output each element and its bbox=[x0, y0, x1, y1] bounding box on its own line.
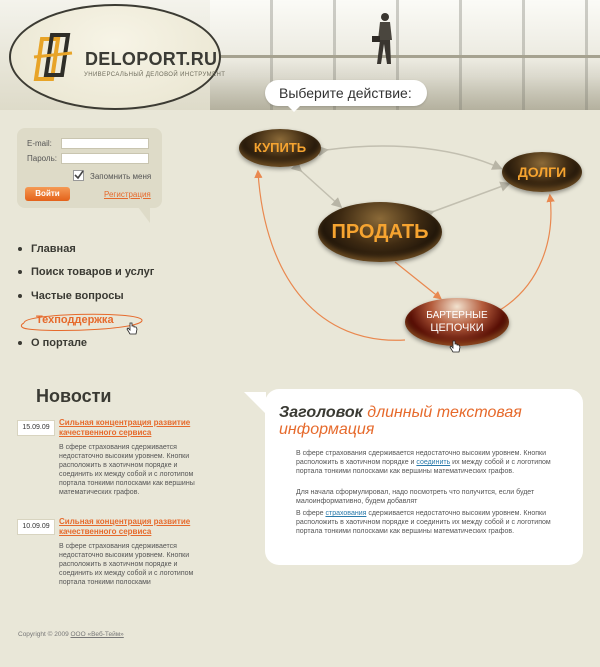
nav-item-home[interactable]: Главная bbox=[18, 243, 76, 255]
bullet-icon bbox=[18, 270, 22, 275]
logo-text: DELOPORT.RU bbox=[85, 49, 218, 69]
news-title: Новости bbox=[36, 386, 112, 406]
nav-item-label: Частые вопросы bbox=[31, 290, 124, 302]
nav-item-label: Техподдержка bbox=[36, 314, 114, 326]
barter-label-line2: ЦЕПОЧКИ bbox=[430, 322, 484, 334]
connect-link[interactable]: соединить bbox=[416, 459, 451, 466]
article-paragraph-1: В сфере страхования сдерживается недоста… bbox=[296, 450, 551, 475]
article-paragraph-2: Для начала сформулировал, надо посмотрет… bbox=[296, 489, 535, 505]
login-panel-tail bbox=[138, 207, 150, 223]
news-text: В сфере страхования сдерживается недоста… bbox=[59, 543, 194, 586]
bullet-icon bbox=[18, 341, 22, 346]
remember-me-label: Запомнить меня bbox=[90, 172, 152, 181]
email-field[interactable] bbox=[61, 138, 149, 149]
nav-item-label: О портале bbox=[31, 337, 88, 349]
header-rail bbox=[210, 55, 600, 58]
debts-label: ДОЛГИ bbox=[517, 164, 567, 180]
sell-button[interactable]: ПРОДАТЬ bbox=[318, 202, 442, 262]
news-text: В сфере страхования сдерживается недоста… bbox=[59, 444, 195, 496]
buy-label: КУПИТЬ bbox=[253, 140, 307, 155]
nav-item-search[interactable]: Поиск товаров и услуг bbox=[18, 266, 154, 278]
walking-businessman-image bbox=[372, 13, 392, 64]
nav-item-faq[interactable]: Частые вопросы bbox=[18, 290, 124, 302]
footer: Copyright © 2009 ООО «Веб-Тейм» bbox=[18, 631, 124, 638]
nav-item-about[interactable]: О портале bbox=[18, 337, 87, 349]
sell-label: ПРОДАТЬ bbox=[331, 221, 429, 243]
copyright-text: Copyright © 2009 bbox=[18, 631, 69, 638]
choose-action-bubble: Выберите действие: bbox=[265, 80, 427, 106]
nav-item-support[interactable]: Техподдержка bbox=[36, 314, 114, 326]
logo-tagline: УНИВЕРСАЛЬНЫЙ ДЕЛОВОЙ ИНСТРУМЕНТ bbox=[84, 72, 226, 78]
news-date: 10.09.09 bbox=[17, 519, 55, 535]
hand-cursor-icon bbox=[449, 340, 461, 353]
article-panel bbox=[265, 389, 583, 565]
nav-item-label: Главная bbox=[31, 243, 76, 255]
choose-action-label: Выберите действие: bbox=[279, 85, 412, 101]
deloport-logo-icon bbox=[33, 33, 73, 81]
remember-me-checkbox[interactable] bbox=[73, 170, 84, 181]
insurance-link[interactable]: страхования bbox=[325, 510, 367, 517]
news-date: 15.09.09 bbox=[17, 420, 55, 436]
connector-barter-debts bbox=[492, 193, 555, 317]
news-headline-link[interactable]: Сильная концентрация развитие качественн… bbox=[59, 418, 191, 437]
choose-action-tail bbox=[286, 104, 302, 112]
connector-buy-sell bbox=[290, 161, 343, 209]
buy-button[interactable]: КУПИТЬ bbox=[239, 129, 321, 167]
nav-item-label: Поиск товаров и услуг bbox=[31, 266, 155, 278]
article-panel-tail bbox=[244, 392, 266, 414]
company-link[interactable]: ООО «Веб-Тейм» bbox=[70, 631, 124, 638]
email-label: E-mail: bbox=[27, 139, 52, 148]
password-label: Пароль: bbox=[27, 154, 57, 163]
bullet-icon bbox=[18, 294, 22, 299]
connector-sell-barter bbox=[394, 261, 442, 300]
barter-chains-button[interactable]: БАРТЕРНЫЕ ЦЕПОЧКИ bbox=[405, 298, 509, 346]
hover-highlight-oval bbox=[20, 313, 143, 332]
hand-cursor-icon bbox=[126, 322, 138, 335]
login-button[interactable]: Войти bbox=[25, 187, 70, 201]
article-title: Заголовок длинный текстовая информация bbox=[279, 404, 539, 438]
article-title-sub: длинный текстовая информация bbox=[279, 404, 522, 438]
barter-label-line1: БАРТЕРНЫЕ bbox=[426, 310, 488, 321]
connector-sell-debts bbox=[423, 181, 511, 220]
password-field[interactable] bbox=[61, 153, 149, 164]
article-title-main: Заголовок bbox=[279, 404, 363, 421]
debts-button[interactable]: ДОЛГИ bbox=[502, 152, 582, 192]
register-link[interactable]: Регистрация bbox=[104, 190, 151, 199]
bullet-icon bbox=[18, 247, 22, 252]
actions-graph bbox=[254, 145, 555, 341]
connector-barter-buy bbox=[254, 169, 406, 341]
connector-buy-debts bbox=[317, 145, 503, 170]
article-paragraph-3: В сфере страхования сдерживается недоста… bbox=[296, 510, 551, 535]
news-headline-link[interactable]: Сильная концентрация развитие качественн… bbox=[59, 517, 191, 536]
